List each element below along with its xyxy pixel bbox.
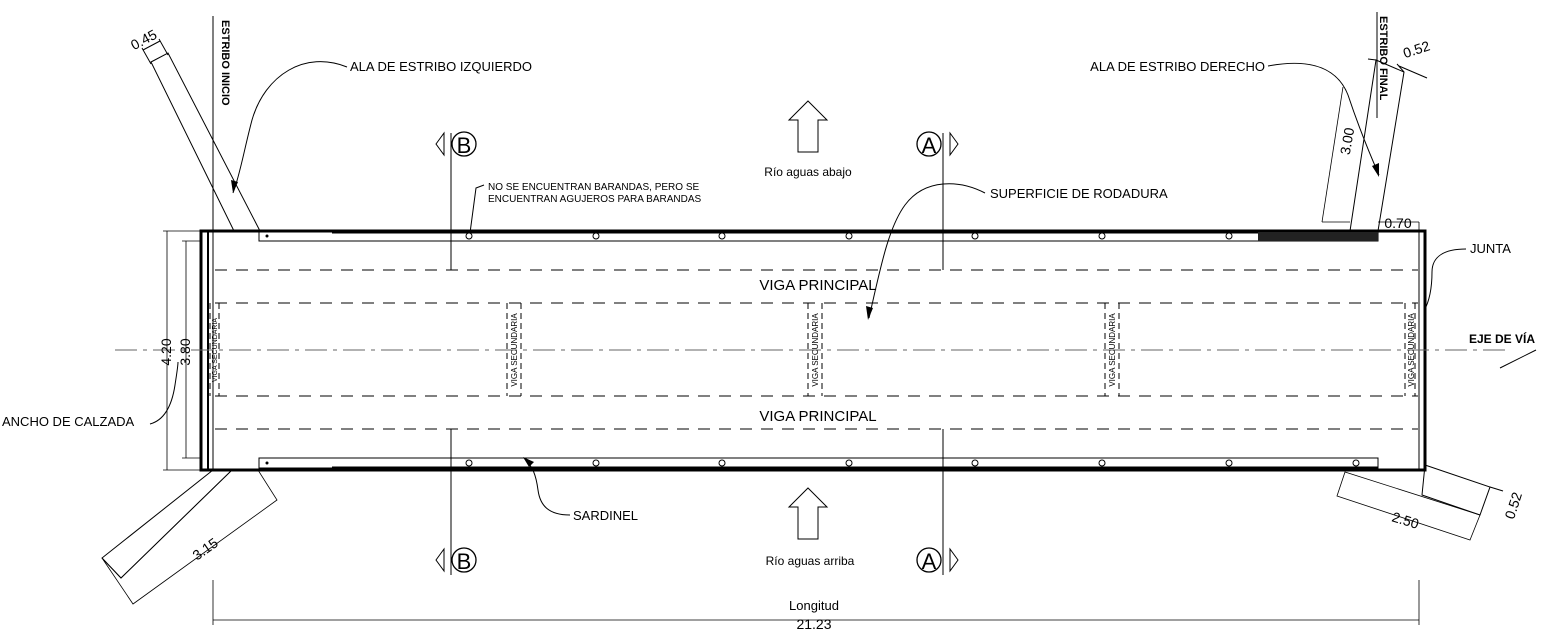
dim-longitud: Longitud 21.23 (212, 580, 1420, 632)
road-centerline-end (1499, 349, 1537, 369)
ala-izquierdo-label: ALA DE ESTRIBO IZQUIERDO (350, 59, 532, 74)
viga-secundaria-label-4: VIGA SECUNDARIA (1407, 313, 1416, 387)
section-b-top: B (435, 131, 477, 270)
section-a-bottom: A (916, 429, 959, 575)
dim-ancho-calzada: 3.80 (177, 240, 201, 459)
ancho-calzada-label: ANCHO DE CALZADA (2, 414, 135, 429)
viga-secundaria-label-2: VIGA SECUNDARIA (811, 313, 820, 387)
dim-junta-offset: 0.70 (1378, 215, 1420, 231)
ala-der-width-dim: 0.52 (1401, 37, 1432, 61)
main-girder-lines (215, 269, 1418, 430)
callout-ancho-calzada: ANCHO DE CALZADA (2, 361, 179, 429)
estribo-final: ESTRIBO FINAL (1376, 12, 1389, 118)
secondary-beams: VIGA SECUNDARIA VIGA SECUNDARIA VIGA SEC… (209, 303, 1416, 396)
viga-secundaria-label-1: VIGA SECUNDARIA (510, 313, 519, 387)
longitud-dim: 21.23 (796, 616, 831, 632)
section-b-bottom: B (435, 429, 477, 575)
wing-wall-top-left: 0.45 (128, 26, 261, 232)
barandas-line1: NO SE ENCUENTRAN BARANDAS, PERO SE (488, 182, 699, 193)
railing-holes-top (465, 232, 1233, 240)
callout-ala-izquierdo: ALA DE ESTRIBO IZQUIERDO (231, 59, 532, 194)
ancho-total-dim: 4.20 (158, 338, 174, 365)
flow-arrow-downstream: Río aguas abajo (764, 100, 852, 179)
ala-inf-der-length-dim: 2.50 (1390, 509, 1421, 532)
callout-ala-derecho: ALA DE ESTRIBO DERECHO (1090, 59, 1380, 177)
junta-offset-dim: 0.70 (1384, 215, 1411, 231)
eje-via-label: EJE DE VÍA (1469, 331, 1535, 346)
rio-arriba-label: Río aguas arriba (766, 554, 855, 568)
rio-abajo-label: Río aguas abajo (764, 165, 852, 179)
dim-ancho-total: 4.20 (158, 230, 201, 471)
sardinel-bottom (258, 457, 1379, 470)
section-a-top-label: A (922, 133, 937, 158)
callout-junta: JUNTA (1423, 241, 1511, 312)
viga-principal-top-label: VIGA PRINCIPAL (759, 277, 876, 294)
railing-holes-bottom (465, 459, 1360, 467)
section-a-bottom-label: A (922, 549, 937, 574)
sardinel-label: SARDINEL (573, 508, 638, 523)
viga-secundaria-label-0: VIGA SECUNDARIA (212, 318, 219, 383)
ala-izq-width-dim: 0.45 (128, 26, 160, 53)
callout-sardinel: SARDINEL (523, 457, 638, 523)
ala-inf-izq-length-dim: 3.15 (189, 534, 221, 563)
wing-wall-bottom-left: 3.15 (101, 469, 278, 605)
section-b-bottom-label: B (457, 549, 472, 574)
sardinel-top (258, 230, 1379, 242)
junta-label: JUNTA (1470, 241, 1511, 256)
section-b-top-label: B (457, 133, 472, 158)
superficie-label: SUPERFICIE DE RODADURA (990, 186, 1168, 201)
callout-barandas: NO SE ENCUENTRAN BARANDAS, PERO SE ENCUE… (469, 182, 702, 234)
wing-wall-bottom-right: 2.50 0.52 (1336, 464, 1525, 541)
callout-superficie: SUPERFICIE DE RODADURA (866, 183, 1168, 320)
ala-derecho-label: ALA DE ESTRIBO DERECHO (1090, 59, 1265, 74)
barandas-line2: ENCUENTRAN AGUJEROS PARA BARANDAS (488, 194, 702, 205)
viga-principal-bottom-label: VIGA PRINCIPAL (759, 408, 876, 425)
ala-der-length-dim: 3.00 (1337, 126, 1358, 156)
flow-arrow-upstream: Río aguas arriba (766, 487, 855, 568)
estribo-final-label: ESTRIBO FINAL (1377, 16, 1389, 101)
longitud-label: Longitud (789, 598, 839, 613)
section-a-top: A (916, 131, 959, 270)
viga-secundaria-label-3: VIGA SECUNDARIA (1108, 313, 1117, 387)
estribo-inicio-label: ESTRIBO INICIO (219, 20, 231, 106)
ala-inf-der-width-dim: 0.52 (1501, 490, 1525, 521)
estribo-inicio: ESTRIBO INICIO (212, 16, 231, 231)
ancho-calzada-dim: 3.80 (177, 338, 193, 365)
